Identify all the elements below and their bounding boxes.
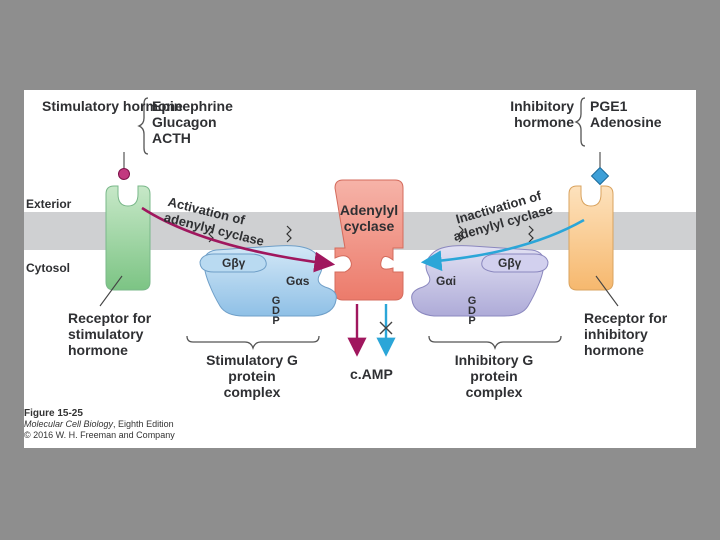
inhibitory-hormone-title: Inhibitory hormone: [510, 98, 574, 130]
book-line: Molecular Cell Biology, Eighth Edition: [24, 419, 175, 430]
figure-caption: Figure 15-25 Molecular Cell Biology, Eig…: [24, 408, 175, 441]
book-edition: , Eighth Edition: [113, 419, 174, 429]
inhib-example: PGE1: [590, 98, 628, 114]
inhib-examples-bracket: [574, 97, 586, 147]
stim-gprotein-bracket: [186, 335, 320, 351]
inhibition-x-mark: [379, 321, 393, 335]
stim-example: Glucagon: [152, 114, 217, 130]
exterior-label: Exterior: [26, 197, 72, 211]
stimulatory-hormone-title: Stimulatory hormone: [42, 98, 183, 114]
diagram-graphics: [24, 97, 696, 357]
inhib-gprotein-bracket: [428, 335, 562, 351]
stim-receptor-label: Receptor for stimulatory hormone: [68, 310, 152, 358]
adenylyl-cyclase-label: Adenylyl cyclase: [339, 202, 399, 234]
stim-gdp-label: G D P: [271, 295, 281, 327]
inactivation-arrow: [420, 218, 585, 272]
stimulatory-examples: Epinephrine Glucagon ACTH: [152, 98, 252, 146]
stimulatory-g-beta-gamma: [199, 253, 267, 273]
gdp-letter: G: [467, 295, 477, 307]
stim-gprotein-label: Stimulatory G protein complex: [206, 352, 298, 400]
inhib-example: Adenosine: [590, 114, 662, 130]
activation-arrow: [141, 206, 336, 273]
copyright: © 2016 W. H. Freeman and Company: [24, 430, 175, 440]
book-title: Molecular Cell Biology: [24, 419, 114, 429]
gdp-letter: G: [271, 295, 281, 307]
stimulatory-receptor: [105, 185, 151, 291]
gdp-letter: P: [468, 315, 476, 327]
gdp-letter: D: [468, 305, 476, 317]
stim-example: ACTH: [152, 130, 191, 146]
figure-number: Figure 15-25: [24, 408, 83, 419]
stimulatory-hormone-ligand: [118, 168, 130, 180]
inhibitory-hormone-ligand: [590, 166, 610, 186]
stim-example: Epinephrine: [152, 98, 233, 114]
adenylyl-cyclase-enzyme: [334, 179, 404, 301]
inhib-receptor-label: Receptor for inhibitory hormone: [584, 310, 668, 358]
camp-label: c.AMP: [350, 366, 393, 382]
inhib-alpha-label: Gαi: [436, 274, 457, 288]
inhibitory-examples: PGE1 Adenosine: [590, 98, 662, 130]
inhibitory-g-beta-gamma: [481, 253, 549, 273]
inhib-gdp-label: G D P: [467, 295, 477, 327]
figure-panel: Stimulatory hormone Epinephrine Glucagon…: [24, 90, 696, 448]
inhib-beta-gamma-label: Gβγ: [498, 256, 522, 270]
stim-beta-gamma-label: Gβγ: [222, 256, 246, 270]
cytosol-label: Cytosol: [26, 261, 71, 275]
stim-examples-bracket: [137, 97, 149, 155]
inhibitory-receptor: [568, 185, 614, 291]
stim-alpha-label: Gαs: [286, 274, 310, 288]
inhib-gprotein-label: Inhibitory G protein complex: [454, 352, 534, 400]
gdp-letter: P: [272, 315, 280, 327]
gdp-letter: D: [272, 305, 280, 317]
